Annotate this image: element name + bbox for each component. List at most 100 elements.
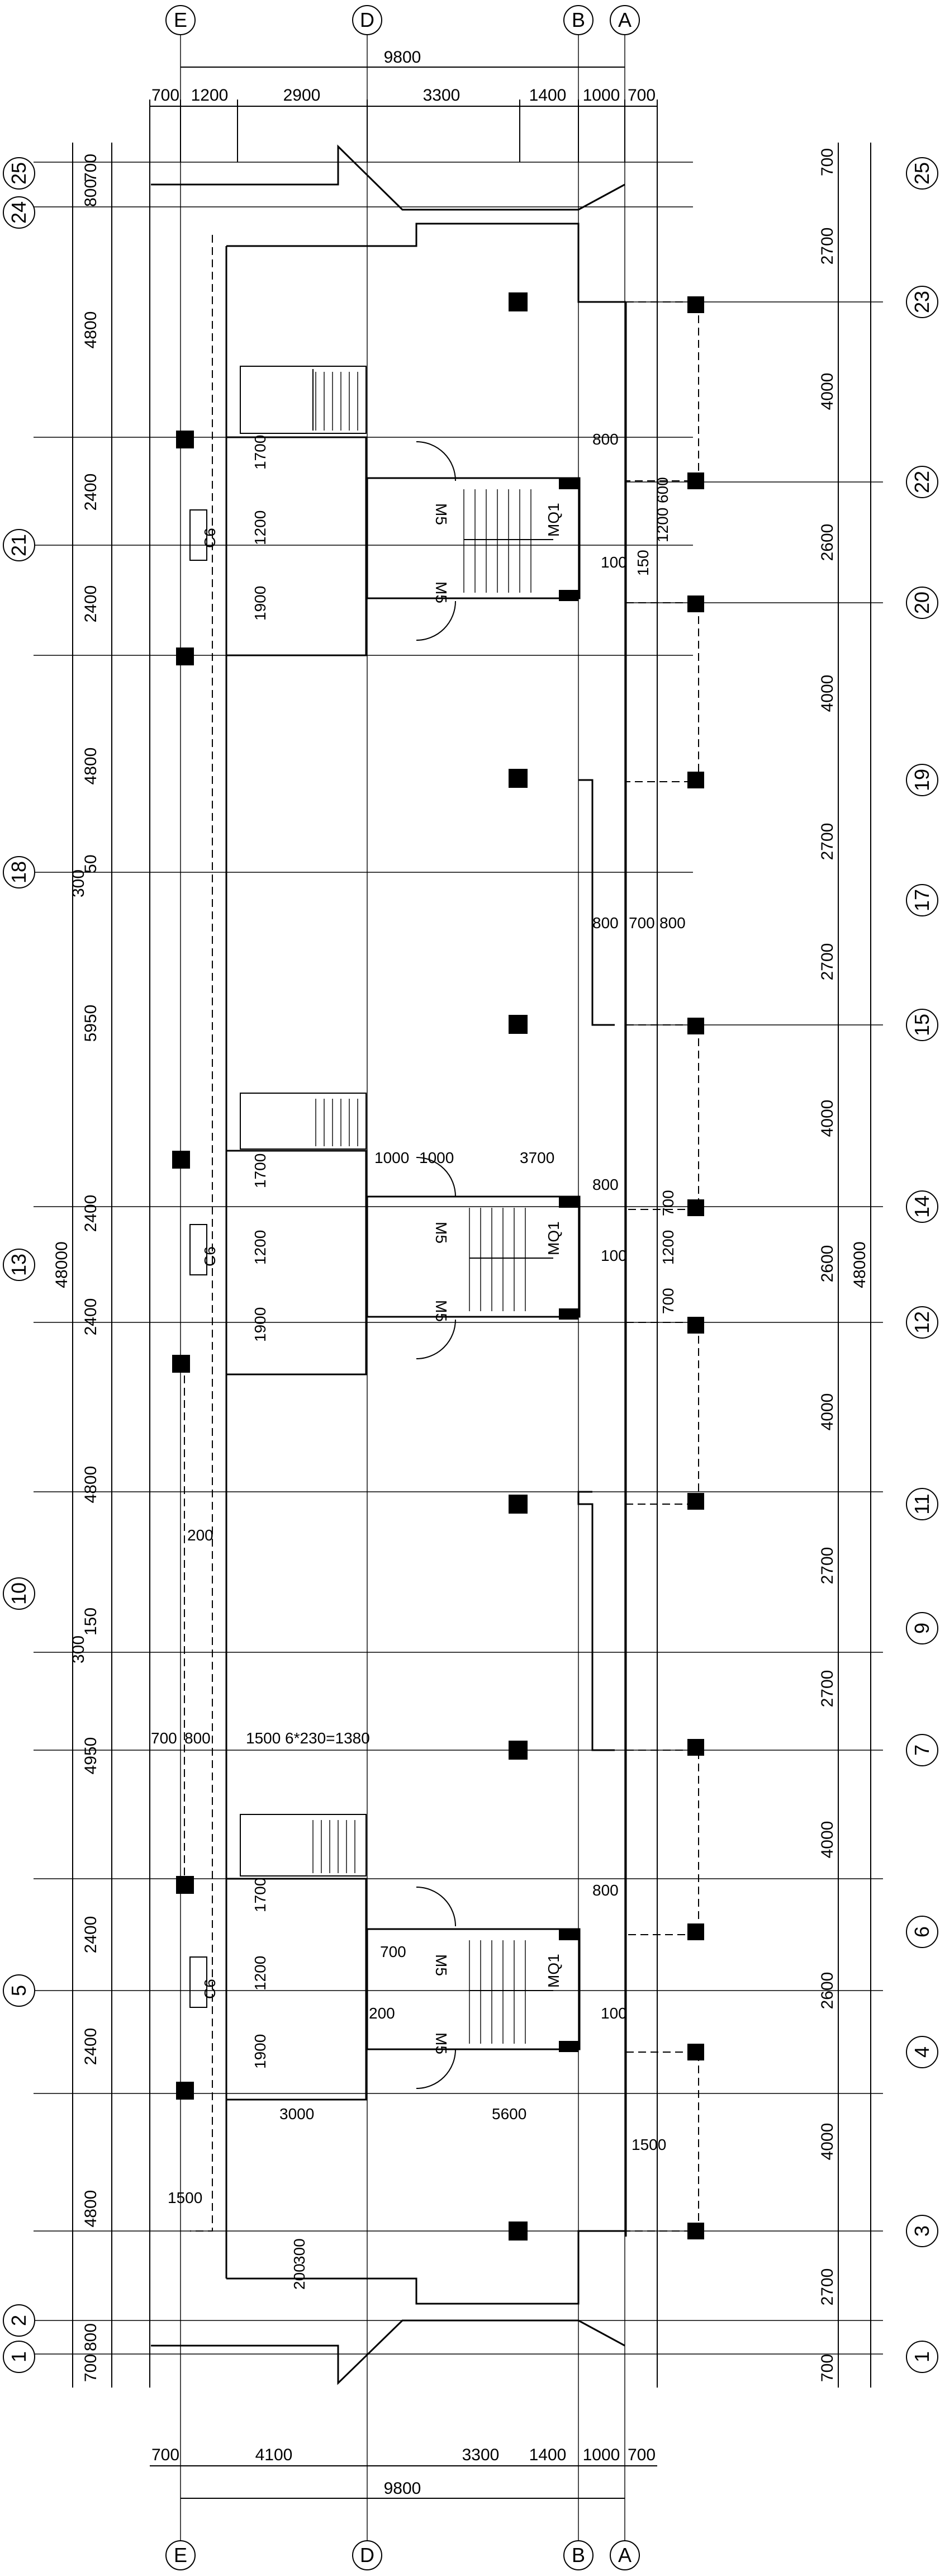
svg-text:1200: 1200 xyxy=(251,1230,269,1265)
svg-text:800: 800 xyxy=(659,914,686,932)
svg-text:13: 13 xyxy=(7,1254,30,1276)
svg-text:C6: C6 xyxy=(201,1979,219,1999)
svg-text:300: 300 xyxy=(291,2238,308,2265)
svg-text:6: 6 xyxy=(910,1926,933,1937)
svg-text:25: 25 xyxy=(910,162,933,185)
svg-text:700: 700 xyxy=(628,2446,656,2464)
svg-text:4000: 4000 xyxy=(818,1821,837,1859)
svg-text:1000: 1000 xyxy=(583,86,620,105)
svg-text:300: 300 xyxy=(69,1636,88,1663)
svg-text:4800: 4800 xyxy=(82,1466,100,1504)
svg-text:100: 100 xyxy=(601,2005,627,2022)
svg-text:1000: 1000 xyxy=(583,2446,620,2464)
svg-text:100: 100 xyxy=(601,1247,627,1264)
svg-text:2700: 2700 xyxy=(818,228,837,265)
stair-core-1 xyxy=(189,366,581,656)
svg-text:2700: 2700 xyxy=(818,823,837,861)
bottom-dims: 700 4100 3300 1400 1000 700 xyxy=(151,2446,656,2464)
svg-text:3000: 3000 xyxy=(279,2105,314,2123)
bottom-total-dim: 9800 xyxy=(384,2479,421,2498)
svg-text:800: 800 xyxy=(592,1882,619,1899)
svg-text:4000: 4000 xyxy=(818,373,837,410)
svg-text:1200: 1200 xyxy=(191,86,229,105)
svg-text:1400: 1400 xyxy=(529,86,567,105)
svg-text:4100: 4100 xyxy=(255,2446,293,2464)
svg-text:1: 1 xyxy=(910,2351,933,2362)
annotations: M5 M5 MQ1 C6 M5 M5 MQ1 C6 M5 M5 MQ1 C6 6… xyxy=(151,431,686,2290)
svg-text:4950: 4950 xyxy=(82,1737,100,1775)
svg-text:200: 200 xyxy=(291,2263,308,2290)
bottom-axis-bubbles: E D B A xyxy=(165,2540,640,2570)
svg-text:700: 700 xyxy=(82,2354,100,2382)
svg-text:2600: 2600 xyxy=(818,1245,837,1283)
svg-text:800: 800 xyxy=(82,2323,100,2351)
svg-text:M5: M5 xyxy=(433,1300,450,1322)
svg-text:300: 300 xyxy=(69,869,88,897)
svg-text:700: 700 xyxy=(818,148,837,176)
svg-text:800: 800 xyxy=(184,1729,211,1747)
columns xyxy=(172,292,704,2241)
svg-text:10: 10 xyxy=(7,1582,30,1605)
svg-text:M5: M5 xyxy=(433,2033,450,2054)
svg-text:1400: 1400 xyxy=(529,2446,567,2464)
stair-core-2 xyxy=(189,1093,581,1376)
svg-text:B: B xyxy=(572,2544,585,2566)
svg-text:14: 14 xyxy=(910,1195,933,1218)
svg-text:20: 20 xyxy=(910,592,933,614)
svg-text:23: 23 xyxy=(910,291,933,313)
svg-text:4: 4 xyxy=(910,2046,933,2058)
svg-text:7: 7 xyxy=(910,1745,933,1756)
top-axis-label: B xyxy=(572,8,585,31)
svg-text:19: 19 xyxy=(910,769,933,791)
svg-text:700: 700 xyxy=(659,1190,677,1216)
right-dims: 700 2700 4000 2600 4000 2700 2700 4000 2… xyxy=(818,148,837,2382)
svg-text:3300: 3300 xyxy=(423,86,460,105)
svg-text:700: 700 xyxy=(151,1729,177,1747)
svg-text:12: 12 xyxy=(910,1311,933,1334)
svg-text:2400: 2400 xyxy=(82,1195,100,1232)
svg-text:800: 800 xyxy=(82,179,100,207)
svg-text:1900: 1900 xyxy=(251,1307,269,1342)
svg-text:1900: 1900 xyxy=(251,586,269,621)
svg-text:1700: 1700 xyxy=(251,435,269,470)
svg-text:25: 25 xyxy=(7,162,30,185)
svg-text:2700: 2700 xyxy=(818,1547,837,1585)
svg-text:2900: 2900 xyxy=(283,86,321,105)
svg-text:5600: 5600 xyxy=(492,2105,526,2123)
svg-text:A: A xyxy=(618,2544,632,2566)
svg-text:M5: M5 xyxy=(433,582,450,603)
svg-text:200: 200 xyxy=(187,1526,213,1544)
svg-text:800: 800 xyxy=(592,1176,619,1193)
svg-text:700: 700 xyxy=(151,2446,179,2464)
svg-text:C6: C6 xyxy=(201,528,219,548)
svg-text:4000: 4000 xyxy=(818,1393,837,1431)
svg-text:5: 5 xyxy=(7,1985,30,1996)
svg-text:1500: 1500 xyxy=(632,2136,666,2153)
svg-text:50: 50 xyxy=(82,854,100,873)
svg-text:1200: 1200 xyxy=(654,508,671,542)
svg-text:4000: 4000 xyxy=(818,675,837,712)
svg-text:1500: 1500 xyxy=(168,2189,202,2206)
svg-text:1200: 1200 xyxy=(659,1230,677,1265)
svg-text:4000: 4000 xyxy=(818,2123,837,2161)
svg-text:9: 9 xyxy=(910,1623,933,1634)
svg-text:MQ1: MQ1 xyxy=(545,1954,562,1988)
svg-text:2400: 2400 xyxy=(82,2028,100,2065)
svg-text:1000: 1000 xyxy=(419,1149,454,1166)
right-axis-bubbles: 25 23 22 20 19 17 15 14 12 11 9 7 6 4 3 … xyxy=(906,157,938,2373)
svg-text:21: 21 xyxy=(7,534,30,556)
svg-text:150: 150 xyxy=(82,1608,100,1636)
svg-text:2600: 2600 xyxy=(818,1972,837,2010)
svg-text:700: 700 xyxy=(380,1943,406,1960)
building-outline xyxy=(149,144,699,2388)
svg-text:4800: 4800 xyxy=(82,311,100,349)
svg-text:2700: 2700 xyxy=(818,2268,837,2306)
svg-text:2600: 2600 xyxy=(818,524,837,561)
top-total-dim: 9800 xyxy=(384,48,421,67)
svg-text:2400: 2400 xyxy=(82,1916,100,1954)
svg-text:800: 800 xyxy=(592,914,619,932)
svg-text:M5: M5 xyxy=(433,1954,450,1976)
svg-text:2400: 2400 xyxy=(82,474,100,511)
right-total-dim: 48000 xyxy=(851,1241,869,1288)
